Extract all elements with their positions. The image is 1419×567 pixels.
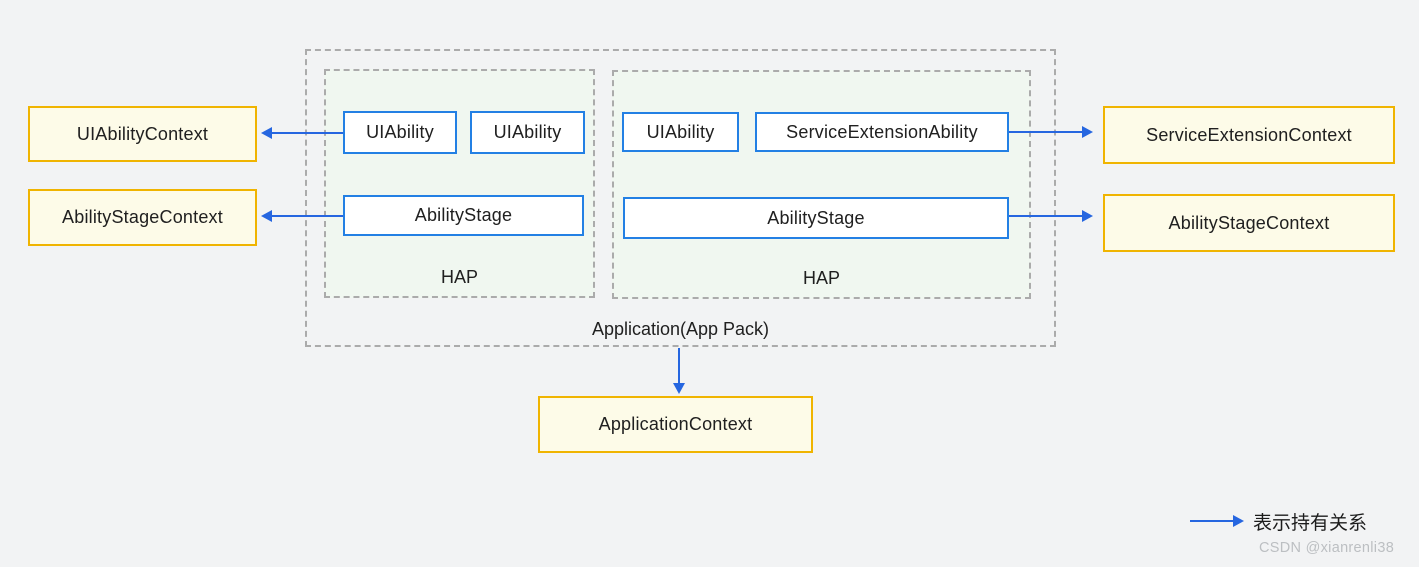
application-app-pack-label: Application(App Pack) (591, 319, 770, 339)
hap-2-label: HAP (802, 268, 840, 288)
arrowhead-down-icon (673, 383, 685, 394)
hap-1-label: HAP (440, 267, 478, 287)
holds-arrow-serviceextensionability-to-serviceextensioncontext (1009, 126, 1093, 138)
arrow-shaft (272, 215, 343, 217)
arrow-shaft (1009, 215, 1082, 217)
hap1-uiability-box-2: UIAbility (470, 111, 585, 154)
hap1-uiability-box-1: UIAbility (343, 111, 457, 154)
hap-container-2: HAP (612, 70, 1031, 299)
arrowhead-right-icon (1233, 515, 1244, 527)
legend-arrow-icon (1190, 515, 1244, 527)
arrow-shaft (678, 348, 680, 383)
application-context-box: ApplicationContext (538, 396, 813, 453)
legend-label: 表示持有关系 (1253, 513, 1368, 534)
abilitystage-context-box-right: AbilityStageContext (1103, 194, 1395, 252)
hap1-abilitystage-box: AbilityStage (343, 195, 584, 236)
csdn-watermark: CSDN @xianrenli38 (1259, 540, 1395, 556)
holds-arrow-uiability-to-uiabilitycontext (261, 127, 343, 139)
arrowhead-right-icon (1082, 210, 1093, 222)
holds-arrow-application-to-applicationcontext (673, 348, 685, 394)
hap2-serviceextensionability-box: ServiceExtensionAbility (755, 112, 1009, 152)
arrowhead-right-icon (1082, 126, 1093, 138)
arrowhead-left-icon (261, 210, 272, 222)
holds-arrow-abilitystage-to-abilitystagecontext-right (1009, 210, 1093, 222)
arrowhead-left-icon (261, 127, 272, 139)
arrow-shaft (1009, 131, 1082, 133)
hap-container-1: HAP (324, 69, 595, 298)
application-app-pack-container: Application(App Pack) (305, 49, 1056, 347)
holds-arrow-abilitystage-to-abilitystagecontext-left (261, 210, 343, 222)
uiability-context-box: UIAbilityContext (28, 106, 257, 162)
serviceextension-context-box: ServiceExtensionContext (1103, 106, 1395, 164)
arrow-shaft (272, 132, 343, 134)
hap2-abilitystage-box: AbilityStage (623, 197, 1009, 239)
abilitystage-context-box-left: AbilityStageContext (28, 189, 257, 246)
arrow-shaft (1190, 520, 1233, 522)
hap2-uiability-box: UIAbility (622, 112, 739, 152)
